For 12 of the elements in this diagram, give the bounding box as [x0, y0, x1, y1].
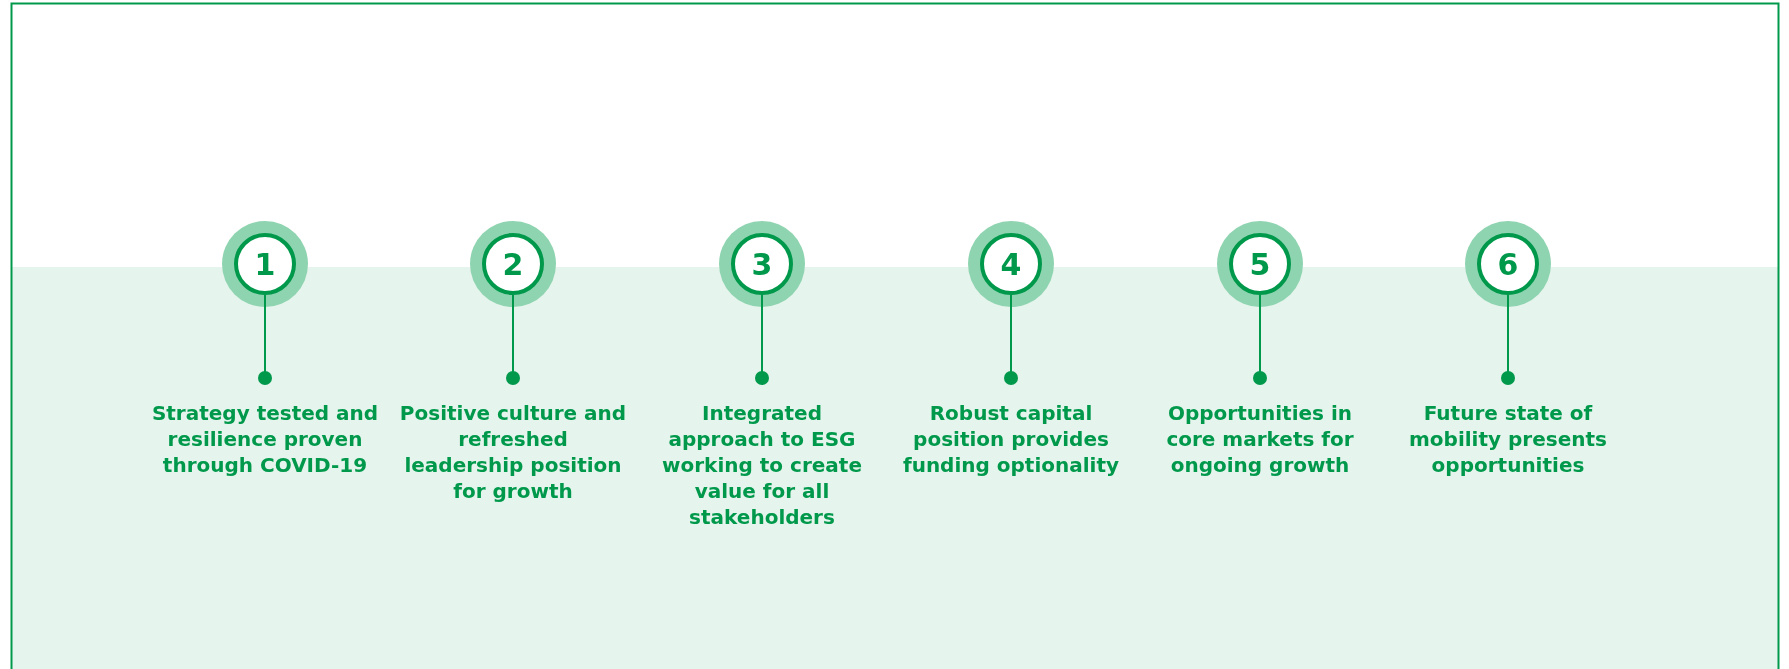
- point-text: Positive culture and refreshed leadership position for growth: [398, 400, 628, 504]
- point-text: Strategy tested and resilience proven through COVID-19: [150, 400, 380, 478]
- point-text: Robust capital position provides funding optionality: [901, 400, 1121, 478]
- point-text: Opportunities in core markets for ongoing growth: [1165, 400, 1355, 478]
- point-text: Integrated approach to ESG working to create value for all stakeholders: [661, 400, 863, 530]
- leader-line: [1253, 294, 1267, 385]
- leader-line: [1004, 294, 1018, 385]
- leader-line: [1501, 294, 1515, 385]
- leader-line: [506, 294, 520, 385]
- leader-line: [755, 294, 769, 385]
- leader-line: [258, 294, 272, 385]
- point-text: Future state of mobility presents opportunities: [1408, 400, 1608, 478]
